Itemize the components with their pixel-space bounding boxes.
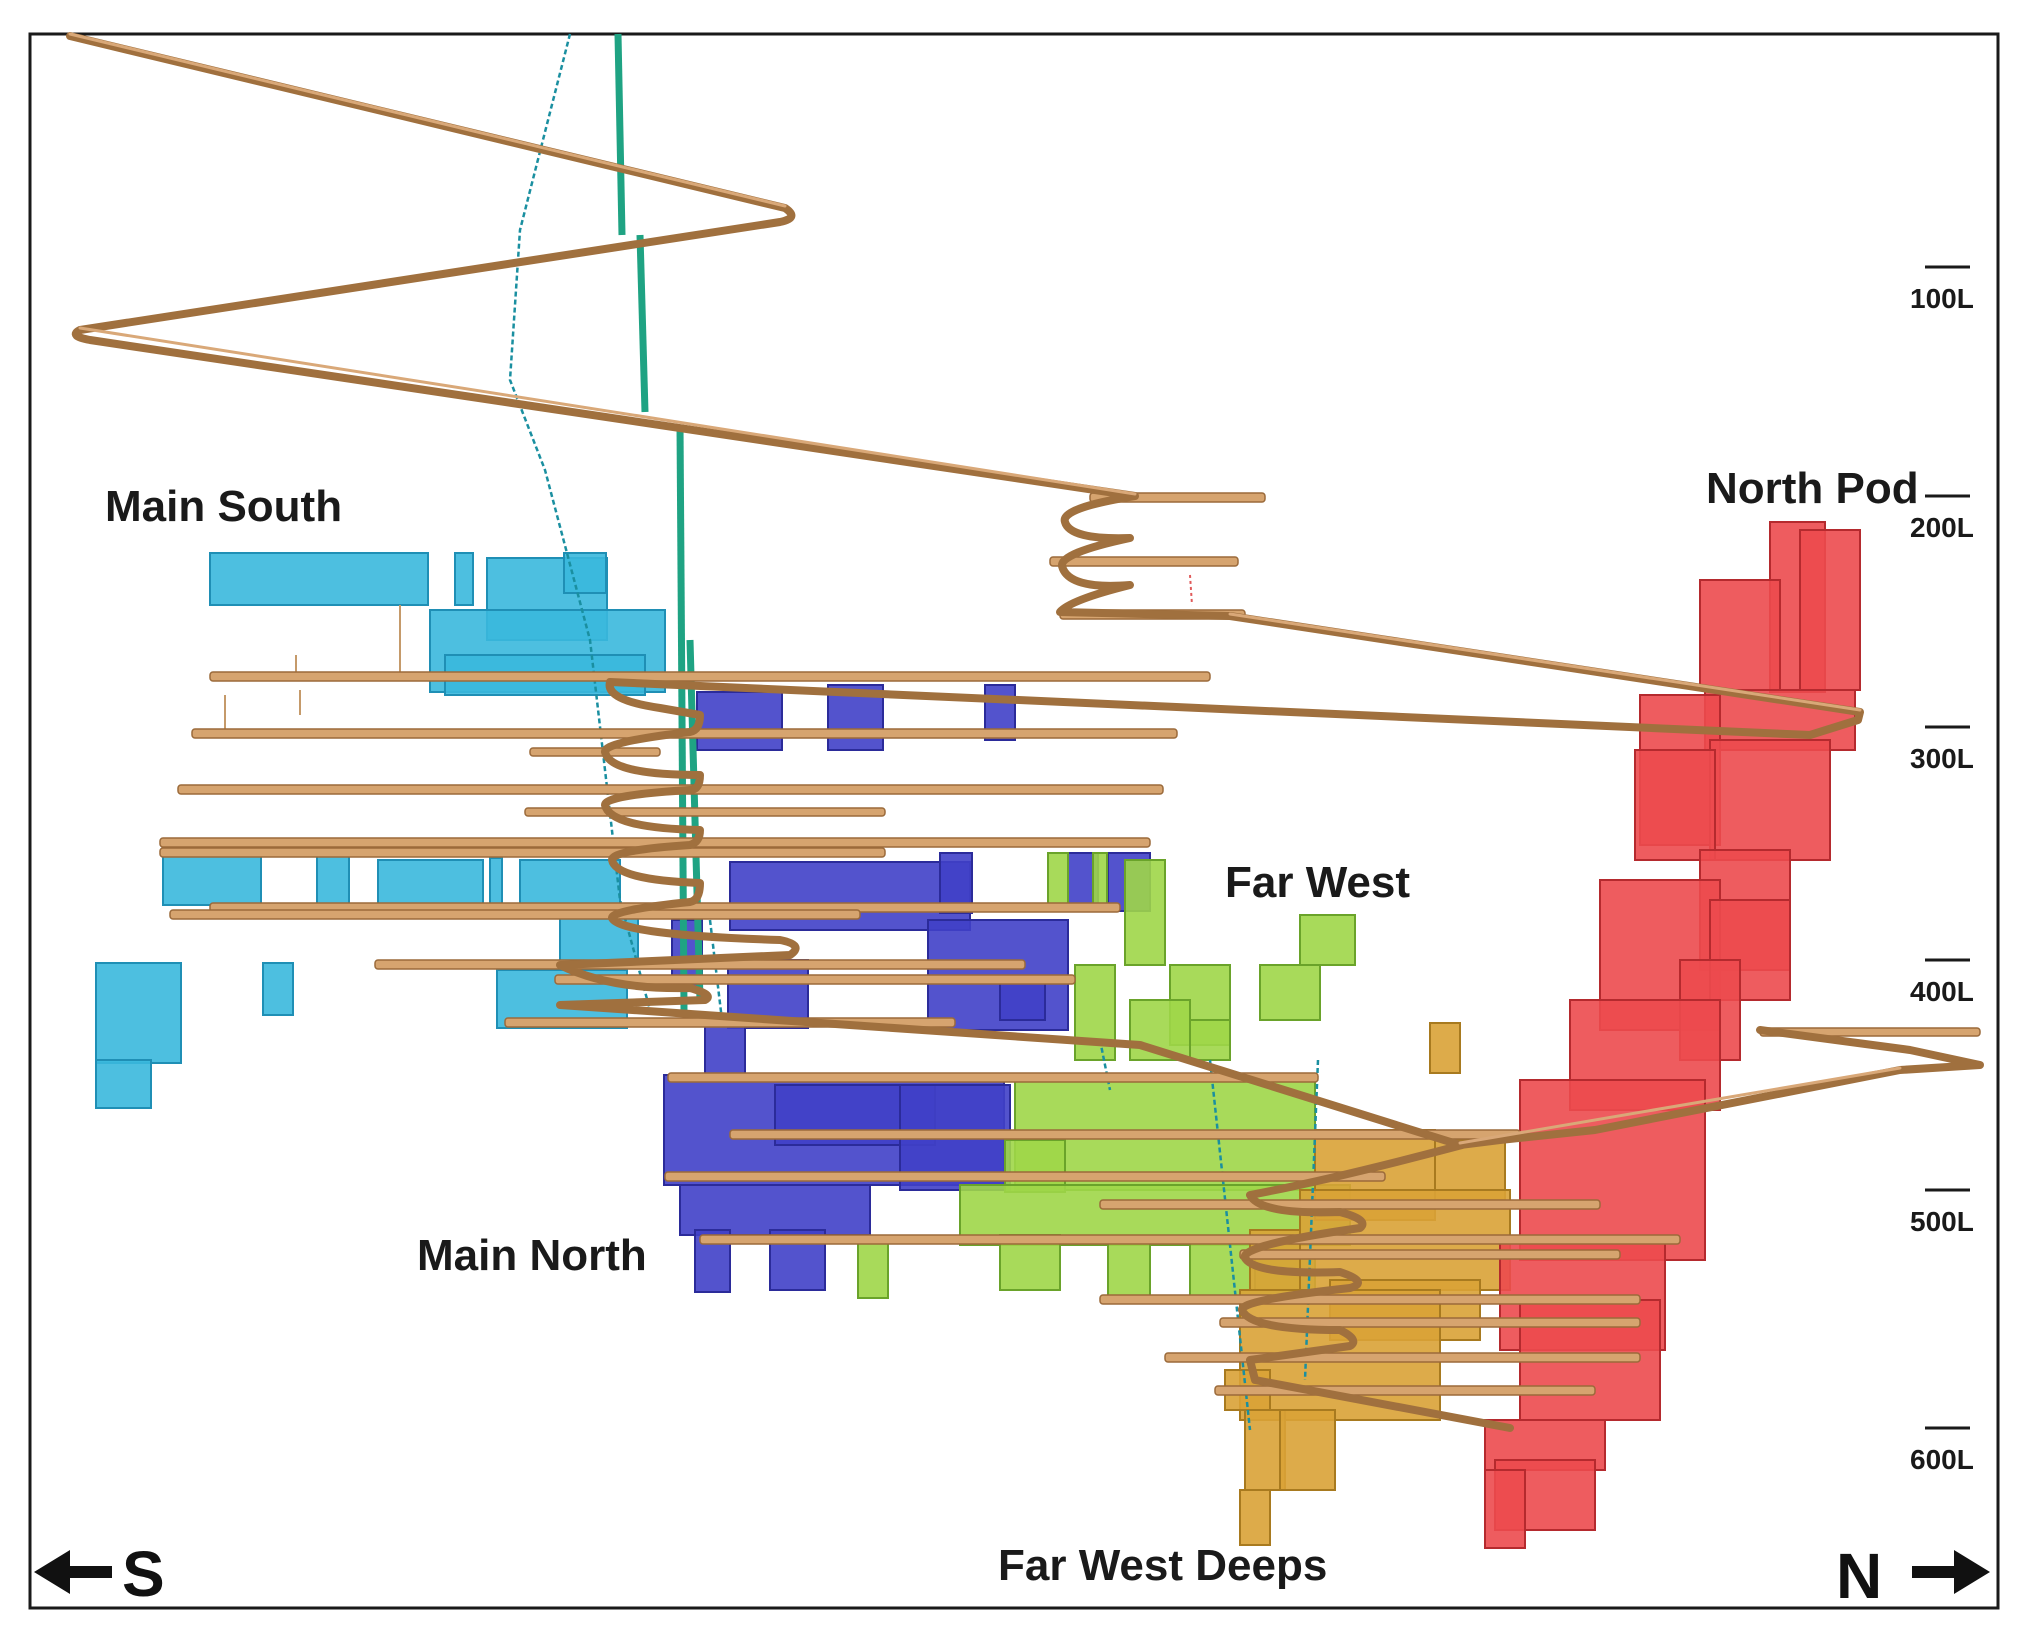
left-arrow-icon	[34, 1550, 112, 1594]
level-label-500L: 500L	[1910, 1206, 1974, 1237]
level-scale: 100L 200L 300L 400L 500L 600L	[1910, 265, 1974, 1475]
level-label-400L: 400L	[1910, 976, 1974, 1007]
level-label-200L: 200L	[1910, 512, 1974, 543]
south-direction: S	[34, 1538, 165, 1610]
south-label: S	[122, 1538, 165, 1610]
north-label: N	[1836, 1540, 1882, 1612]
zone-label-main-north: Main North	[417, 1231, 647, 1280]
zone-label-far-west: Far West	[1225, 858, 1410, 907]
zone-label-far-west-deeps: Far West Deeps	[998, 1541, 1327, 1590]
diagram-frame	[28, 32, 2000, 1610]
decline-ramp	[66, 32, 1984, 1432]
zone-label-north-pod: North Pod	[1706, 464, 1919, 513]
right-arrow-icon	[1912, 1550, 1990, 1594]
level-label-100L: 100L	[1910, 283, 1974, 314]
north-direction: N	[1836, 1540, 1990, 1612]
level-label-600L: 600L	[1910, 1444, 1974, 1475]
zone-label-main-south: Main South	[105, 482, 342, 531]
shafts-and-raises	[224, 33, 1320, 1431]
level-label-300L: 300L	[1910, 743, 1974, 774]
